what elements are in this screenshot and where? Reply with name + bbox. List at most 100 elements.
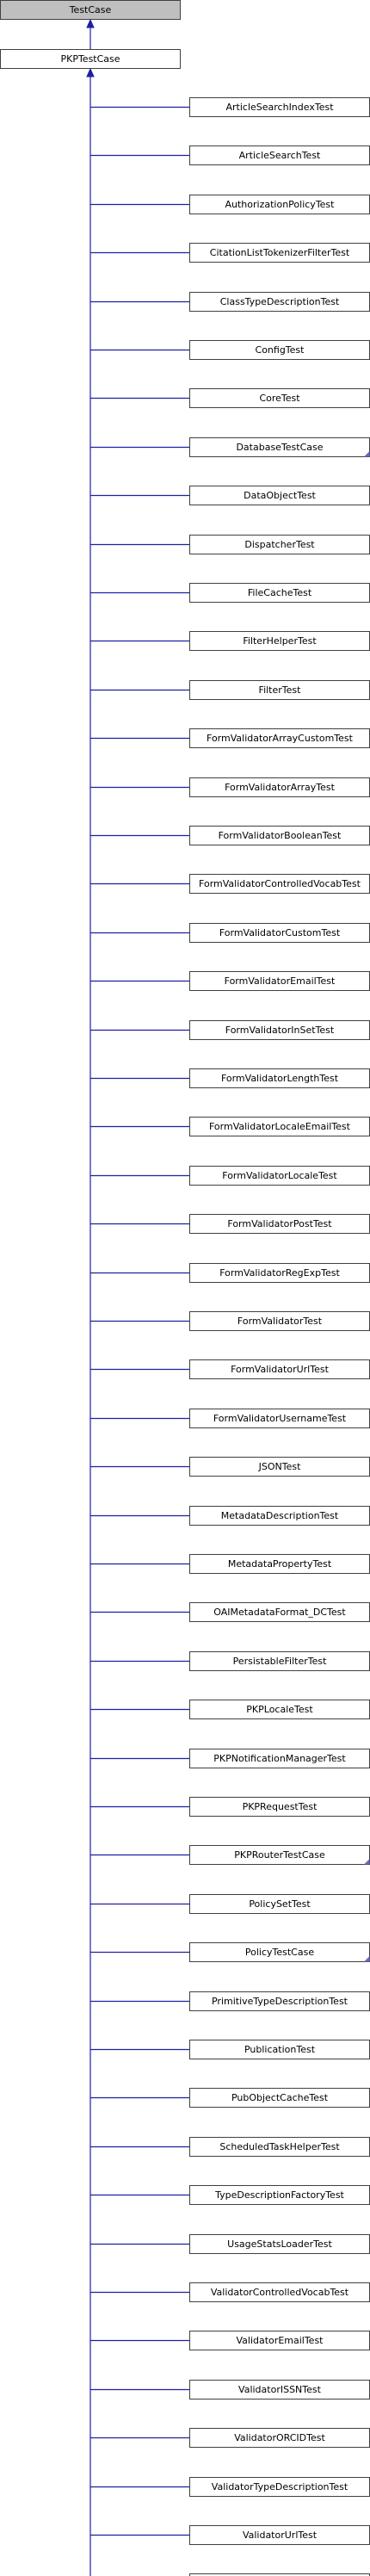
class-node-formvalidatorposttest[interactable]: FormValidatorPostTest xyxy=(189,1214,370,1234)
class-node-oaimetadataformat-dctest-label: OAIMetadataFormat_DCTest xyxy=(213,1607,346,1618)
class-node-validatortypedescriptiontest[interactable]: ValidatorTypeDescriptionTest xyxy=(189,2477,370,2497)
class-node-jsontest[interactable]: JSONTest xyxy=(189,1457,370,1477)
class-node-validatororcidtest[interactable]: ValidatorORCIDTest xyxy=(189,2428,370,2448)
class-node-formvalidatorarraycustomtest[interactable]: FormValidatorArrayCustomTest xyxy=(189,728,370,748)
class-node-validatorcontrolledvocabtest[interactable]: ValidatorControlledVocabTest xyxy=(189,2282,370,2302)
class-node-coretest-label: CoreTest xyxy=(259,393,300,404)
class-node-pkptestcase[interactable]: PKPTestCase xyxy=(0,49,181,69)
arrow-to-pkptestcase-icon xyxy=(86,67,95,77)
class-node-formvalidatorlocaletest-label: FormValidatorLocaleTest xyxy=(222,1170,337,1181)
class-node-formvalidatortest-label: FormValidatorTest xyxy=(237,1316,323,1327)
class-node-filterhelpertest[interactable]: FilterHelperTest xyxy=(189,631,370,651)
collapsed-children-indicator-icon xyxy=(364,1859,370,1865)
class-node-validatorissntest-label: ValidatorISSNTest xyxy=(238,2384,322,2395)
class-node-authorizationpolicytest[interactable]: AuthorizationPolicyTest xyxy=(189,195,370,214)
class-node-pkprequesttest[interactable]: PKPRequestTest xyxy=(189,1797,370,1817)
class-node-typedescriptionfactorytest[interactable]: TypeDescriptionFactoryTest xyxy=(189,2185,370,2205)
collapsed-children-indicator-icon xyxy=(364,451,370,457)
class-node-scheduledtaskhelpertest[interactable]: ScheduledTaskHelperTest xyxy=(189,2137,370,2157)
class-node-testcase-box xyxy=(0,0,181,20)
class-node-testcase[interactable]: TestCase xyxy=(0,0,181,20)
class-node-policysettest-label: PolicySetTest xyxy=(249,1898,311,1910)
class-node-formvalidatorbooleantest-label: FormValidatorBooleanTest xyxy=(219,830,342,841)
class-node-coretest[interactable]: CoreTest xyxy=(189,388,370,408)
class-node-typedescriptionfactorytest-label: TypeDescriptionFactoryTest xyxy=(214,2189,344,2201)
class-node-filtertest-label: FilterTest xyxy=(259,684,302,696)
class-node-articlesearchindextest[interactable]: ArticleSearchIndexTest xyxy=(189,97,370,117)
class-node-metadatapropertytest[interactable]: MetadataPropertyTest xyxy=(189,1554,370,1574)
class-node-formvalidatorbooleantest[interactable]: FormValidatorBooleanTest xyxy=(189,826,370,845)
class-node-filecachetest[interactable]: FileCacheTest xyxy=(189,583,370,603)
class-node-citationlisttokenizerfiltertest[interactable]: CitationListTokenizerFilterTest xyxy=(189,243,370,263)
arrow-to-testcase-icon xyxy=(86,18,95,28)
class-node-metadatadescriptiontest[interactable]: MetadataDescriptionTest xyxy=(189,1506,370,1526)
class-node-articlesearchtest-label: ArticleSearchTest xyxy=(239,150,321,161)
class-node-pkplocaletest[interactable]: PKPLocaleTest xyxy=(189,1700,370,1719)
class-node-pkproutertestcase[interactable]: PKPRouterTestCase xyxy=(189,1845,370,1865)
class-node-primitivetypedescriptiontest-label: PrimitiveTypeDescriptionTest xyxy=(212,1996,348,2007)
class-node-persistablefiltertest-label: PersistableFilterTest xyxy=(233,1656,328,1667)
class-node-policysettest[interactable]: PolicySetTest xyxy=(189,1894,370,1914)
class-node-oaimetadataformat-dctest[interactable]: OAIMetadataFormat_DCTest xyxy=(189,1602,370,1622)
class-node-formvalidatorcontrolledvocabtest-label: FormValidatorControlledVocabTest xyxy=(199,878,361,889)
class-node-configtest-label: ConfigTest xyxy=(256,344,305,356)
class-node-validatoremailtest[interactable]: ValidatorEmailTest xyxy=(189,2331,370,2350)
class-node-xmltypedescriptiontest-box xyxy=(189,2573,370,2576)
collapsed-children-indicator-icon xyxy=(364,1956,370,1962)
class-node-formvalidatorlocaleemailtest[interactable]: FormValidatorLocaleEmailTest xyxy=(189,1117,370,1136)
class-node-usagestatsloadertest[interactable]: UsageStatsLoaderTest xyxy=(189,2234,370,2254)
class-node-filtertest[interactable]: FilterTest xyxy=(189,680,370,700)
class-node-formvalidatoremailtest-label: FormValidatorEmailTest xyxy=(225,975,336,987)
class-node-formvalidatorregexptest-label: FormValidatorRegExpTest xyxy=(219,1267,340,1279)
class-node-xmltypedescriptiontest[interactable]: XMLTypeDescriptionTest xyxy=(189,2573,370,2576)
class-node-formvalidatorurltest[interactable]: FormValidatorUrlTest xyxy=(189,1359,370,1379)
class-node-formvalidatorcustomtest[interactable]: FormValidatorCustomTest xyxy=(189,923,370,943)
class-node-databasetestcase-label: DatabaseTestCase xyxy=(236,442,323,453)
class-node-validatortypedescriptiontest-label: ValidatorTypeDescriptionTest xyxy=(212,2481,348,2492)
class-node-formvalidatorcontrolledvocabtest[interactable]: FormValidatorControlledVocabTest xyxy=(189,874,370,894)
class-node-classtypedescriptiontest[interactable]: ClassTypeDescriptionTest xyxy=(189,292,370,312)
class-node-citationlisttokenizerfiltertest-label: CitationListTokenizerFilterTest xyxy=(210,247,350,258)
class-node-publicationtest-label: PublicationTest xyxy=(244,2044,316,2055)
class-node-formvalidatorinsettest[interactable]: FormValidatorInSetTest xyxy=(189,1020,370,1040)
class-node-validatoremailtest-label: ValidatorEmailTest xyxy=(237,2335,324,2346)
class-node-formvalidatortest[interactable]: FormValidatorTest xyxy=(189,1311,370,1331)
class-node-databasetestcase[interactable]: DatabaseTestCase xyxy=(189,437,370,457)
class-node-filecachetest-label: FileCacheTest xyxy=(248,587,312,598)
class-node-policytestcase-label: PolicyTestCase xyxy=(245,1947,314,1958)
class-node-formvalidatorarraycustomtest-label: FormValidatorArrayCustomTest xyxy=(207,733,354,744)
class-node-formvalidatorarraytest[interactable]: FormValidatorArrayTest xyxy=(189,777,370,797)
class-node-dispatchertest[interactable]: DispatcherTest xyxy=(189,535,370,554)
class-node-publicationtest[interactable]: PublicationTest xyxy=(189,2040,370,2059)
class-node-formvalidatorlocaletest[interactable]: FormValidatorLocaleTest xyxy=(189,1166,370,1186)
class-node-persistablefiltertest[interactable]: PersistableFilterTest xyxy=(189,1651,370,1671)
class-node-formvalidatorarraytest-label: FormValidatorArrayTest xyxy=(225,782,335,793)
class-node-dataobjecttest[interactable]: DataObjectTest xyxy=(189,486,370,505)
class-node-pubobjectcachetest-label: PubObjectCacheTest xyxy=(231,2092,329,2103)
class-node-validatorurltest[interactable]: ValidatorUrlTest xyxy=(189,2525,370,2545)
class-node-formvalidatorposttest-label: FormValidatorPostTest xyxy=(227,1218,332,1229)
class-node-formvalidatorlengthtest[interactable]: FormValidatorLengthTest xyxy=(189,1068,370,1088)
class-node-validatorissntest[interactable]: ValidatorISSNTest xyxy=(189,2380,370,2400)
class-node-validatorurltest-label: ValidatorUrlTest xyxy=(243,2530,318,2541)
class-node-formvalidatorcustomtest-label: FormValidatorCustomTest xyxy=(219,927,341,938)
class-node-jsontest-label: JSONTest xyxy=(258,1461,301,1472)
class-node-configtest[interactable]: ConfigTest xyxy=(189,340,370,360)
class-node-metadatadescriptiontest-label: MetadataDescriptionTest xyxy=(221,1510,339,1521)
class-node-usagestatsloadertest-label: UsageStatsLoaderTest xyxy=(227,2239,332,2250)
class-node-formvalidatorlengthtest-label: FormValidatorLengthTest xyxy=(221,1073,339,1084)
class-node-pkptestcase-box xyxy=(0,49,181,69)
class-node-primitivetypedescriptiontest[interactable]: PrimitiveTypeDescriptionTest xyxy=(189,1991,370,2011)
class-node-formvalidatorusernametest-label: FormValidatorUsernameTest xyxy=(213,1413,347,1424)
class-node-pubobjectcachetest[interactable]: PubObjectCacheTest xyxy=(189,2088,370,2108)
class-node-formvalidatoremailtest[interactable]: FormValidatorEmailTest xyxy=(189,971,370,991)
class-node-articlesearchtest[interactable]: ArticleSearchTest xyxy=(189,146,370,165)
class-node-testcase-label: TestCase xyxy=(69,4,112,15)
class-node-metadatapropertytest-label: MetadataPropertyTest xyxy=(228,1558,332,1570)
class-node-formvalidatorusernametest[interactable]: FormValidatorUsernameTest xyxy=(189,1409,370,1428)
class-node-formvalidatorregexptest[interactable]: FormValidatorRegExpTest xyxy=(189,1263,370,1283)
class-node-pkpnotificationmanagertest[interactable]: PKPNotificationManagerTest xyxy=(189,1749,370,1768)
class-node-policytestcase[interactable]: PolicyTestCase xyxy=(189,1942,370,1962)
class-node-filterhelpertest-label: FilterHelperTest xyxy=(243,635,317,647)
